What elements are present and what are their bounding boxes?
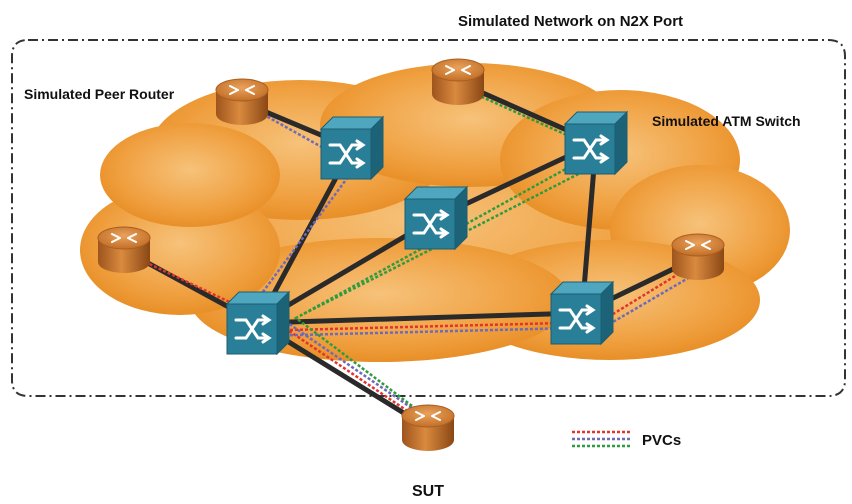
switch-bottom-right-switch-icon bbox=[549, 280, 615, 346]
router-top-middle-router-icon bbox=[431, 58, 485, 105]
link-switch-hub-switch-bottom-right bbox=[255, 310, 585, 326]
pvc-green bbox=[293, 86, 603, 419]
pvc-green-2 bbox=[303, 156, 611, 315]
pvc-purple bbox=[253, 108, 429, 421]
peer-router-label: Simulated Peer Router bbox=[24, 86, 175, 102]
sut-label: SUT bbox=[412, 483, 444, 500]
switch-center-switch-icon bbox=[403, 185, 469, 251]
switch-top-left-switch-icon bbox=[319, 115, 385, 181]
pvc-legend: PVCs bbox=[572, 430, 681, 449]
nodes-layer bbox=[97, 58, 725, 451]
switch-hub-switch-icon bbox=[225, 290, 291, 356]
router-right-router-icon bbox=[671, 233, 725, 280]
switch-top-right-switch-icon bbox=[563, 110, 629, 176]
router-left-router-icon bbox=[97, 226, 151, 273]
legend-label: PVCs bbox=[642, 432, 681, 449]
diagram-title: Simulated Network on N2X Port bbox=[458, 13, 683, 30]
router-top-left-router-icon bbox=[215, 78, 269, 125]
router-sut-router-icon bbox=[401, 404, 455, 451]
atm-switch-label: Simulated ATM Switch bbox=[652, 113, 801, 129]
